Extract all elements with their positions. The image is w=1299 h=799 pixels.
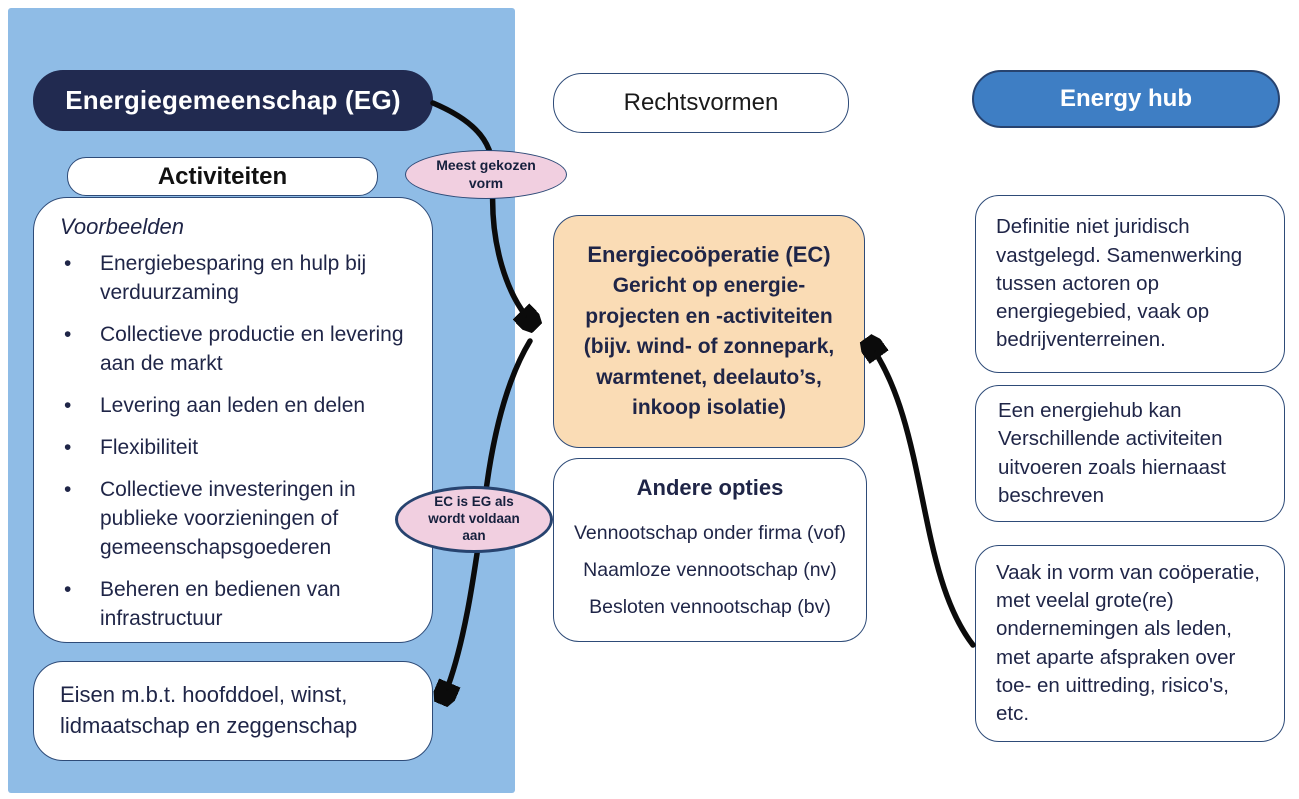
bullet-icon: • xyxy=(64,577,72,601)
callout-ec-is-eg: EC is EG als wordt voldaan aan xyxy=(395,486,553,553)
andere-opties-box: Andere opties Vennootschap onder firma (… xyxy=(553,458,867,642)
energy-hub-form-text: Vaak in vorm van coöperatie, met veelal … xyxy=(996,560,1260,726)
bullet-icon: • xyxy=(64,322,72,346)
eisen-text: Eisen m.b.t. hoofddoel, winst, lidmaatsc… xyxy=(60,682,358,738)
callout-ec-is-eg-text: EC is EG als wordt voldaan aan xyxy=(428,494,520,543)
list-item-text: Collectieve productie en levering aan de… xyxy=(100,322,404,375)
arrow-hub-to-ec xyxy=(869,343,976,648)
energiecooperatie-title: Energiecoöperatie (EC) xyxy=(587,242,831,268)
rechtsvormen-pill: Rechtsvormen xyxy=(553,73,849,133)
list-item: • Collectieve investeringen in publieke … xyxy=(60,476,412,563)
rechtsvormen-label: Rechtsvormen xyxy=(623,89,779,116)
eisen-box: Eisen m.b.t. hoofddoel, winst, lidmaatsc… xyxy=(33,661,433,761)
energiecooperatie-line: (bijv. wind- of zonnepark, xyxy=(583,335,835,359)
energiecooperatie-line: projecten en -activiteiten xyxy=(585,304,833,328)
callout-meest-gekozen-text: Meest gekozen vorm xyxy=(436,157,536,191)
list-item-text: Levering aan leden en delen xyxy=(100,393,366,417)
list-item: • Levering aan leden en delen xyxy=(60,392,412,421)
list-item: • Energiebesparing en hulp bij verduurza… xyxy=(60,250,412,308)
activiteiten-label: Activiteiten xyxy=(157,162,288,190)
andere-opties-item: Besloten vennootschap (bv) xyxy=(589,595,831,618)
energy-hub-activities-text: Een energiehub kan Verschillende activit… xyxy=(998,398,1226,507)
energiecooperatie-line: Gericht op energie- xyxy=(612,274,806,298)
energy-hub-label: Energy hub xyxy=(1059,85,1192,112)
andere-opties-item: Vennootschap onder firma (vof) xyxy=(573,521,847,544)
list-item: • Beheren en bedienen van infrastructuur xyxy=(60,576,412,634)
bullet-icon: • xyxy=(64,252,72,275)
voorbeelden-list: • Energiebesparing en hulp bij verduurza… xyxy=(60,250,412,634)
bullet-icon: • xyxy=(64,435,72,459)
energy-hub-definition-box: Definitie niet juridisch vastgelegd. Sam… xyxy=(975,195,1285,373)
list-item-text: Collectieve investeringen in publieke vo… xyxy=(100,477,356,559)
list-item-text: Beheren en bedienen van infrastructuur xyxy=(100,577,341,630)
list-item-text: Energiebesparing en hulp bij verduurzami… xyxy=(100,252,367,304)
energiecooperatie-box: Energiecoöperatie (EC) Gericht op energi… xyxy=(553,215,865,448)
list-item: • Flexibiliteit xyxy=(60,434,412,463)
eg-header-label: Energiegemeenschap (EG) xyxy=(65,85,401,115)
energiecooperatie-line: warmtenet, deelauto’s, xyxy=(596,365,822,389)
energy-hub-pill: Energy hub xyxy=(972,70,1280,128)
energy-hub-form-box: Vaak in vorm van coöperatie, met veelal … xyxy=(975,545,1285,742)
list-item: • Collectieve productie en levering aan … xyxy=(60,321,412,379)
voorbeelden-box: Voorbeelden • Energiebesparing en hulp b… xyxy=(33,197,433,643)
energy-hub-definition-text: Definitie niet juridisch vastgelegd. Sam… xyxy=(996,215,1243,352)
energy-hub-activities-box: Een energiehub kan Verschillende activit… xyxy=(975,385,1285,522)
eg-header-pill: Energiegemeenschap (EG) xyxy=(33,70,433,131)
bullet-icon: • xyxy=(64,393,72,417)
voorbeelden-title: Voorbeelden xyxy=(60,214,184,239)
energiecooperatie-line: inkoop isolatie) xyxy=(631,396,786,420)
andere-opties-title: Andere opties xyxy=(636,474,784,500)
list-item-text: Flexibiliteit xyxy=(100,435,199,459)
callout-meest-gekozen: Meest gekozen vorm xyxy=(405,150,567,199)
bullet-icon: • xyxy=(64,477,72,501)
activiteiten-pill: Activiteiten xyxy=(67,157,378,196)
andere-opties-item: Naamloze vennootschap (nv) xyxy=(583,558,837,581)
